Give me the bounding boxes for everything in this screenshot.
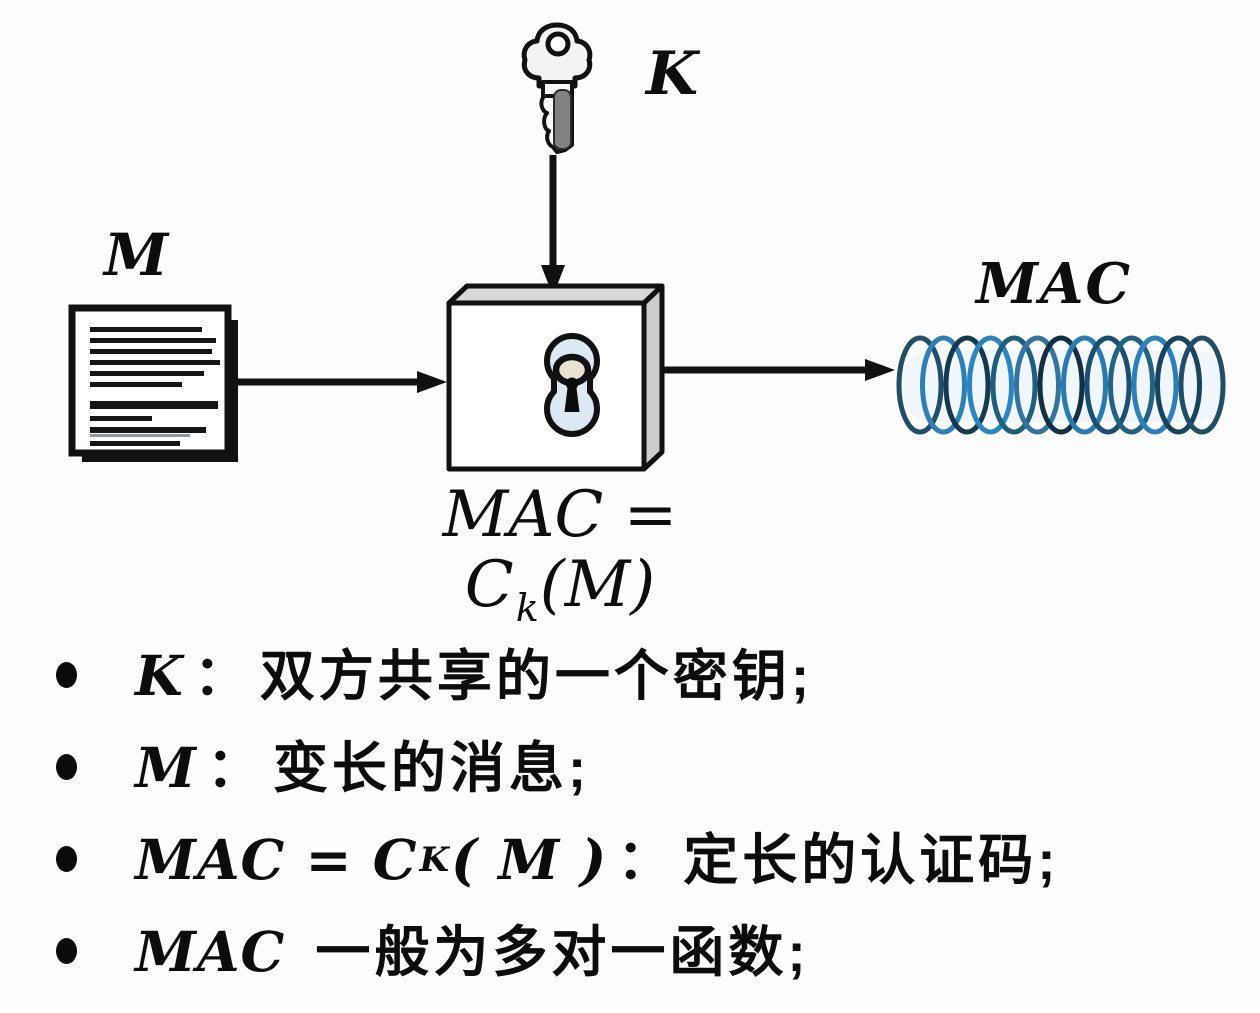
mac-output-label: MAC — [976, 251, 1133, 317]
bullet-item-mac-property: MAC 一般为多对一函数; — [38, 921, 1238, 983]
bullet-list: K ： 双方共享的一个密钥; M ： 变长的消息; MAC = C K ( M … — [38, 645, 1238, 1013]
mac-diagram — [68, 22, 1228, 472]
coil-loop — [1178, 335, 1226, 435]
coil-loop — [1084, 335, 1132, 435]
bullet-term: MAC — [135, 919, 286, 984]
output-arrow-icon — [663, 359, 895, 381]
formula-post: (M) — [539, 548, 656, 623]
coil-loop — [1014, 335, 1061, 435]
coil-icon — [896, 335, 1228, 435]
bullet-term: K — [135, 643, 184, 708]
bullet-desc: 变长的消息; — [272, 737, 591, 799]
bullet-dot-icon — [56, 662, 77, 688]
coil-loop — [1131, 335, 1179, 435]
bullet-desc: 一般为多对一函数; — [315, 921, 810, 983]
keyhole-icon — [544, 333, 600, 437]
mac-function-box — [446, 283, 665, 472]
coil-loop — [1108, 335, 1155, 435]
box-side-face — [641, 283, 665, 472]
coil-loop — [1155, 335, 1202, 435]
box-top-face — [446, 283, 665, 306]
coil-loop — [1061, 335, 1108, 435]
message-arrow-icon — [237, 371, 447, 393]
bullet-desc: 双方共享的一个密钥; — [259, 645, 814, 707]
coil-loop — [1037, 335, 1085, 435]
bullet-formula-post: ( M ) — [451, 827, 608, 892]
bullet-colon: ： — [206, 738, 261, 798]
box-front-face — [446, 300, 647, 472]
mac-formula: MAC = Ck(M) — [340, 480, 780, 630]
bullet-item-k: K ： 双方共享的一个密钥; — [38, 645, 1238, 707]
message-label: M — [104, 221, 169, 289]
bullet-item-mac-formula: MAC = C K ( M ) ： 定长的认证码; — [38, 829, 1238, 891]
bullet-formula-pre: MAC = C — [135, 827, 418, 892]
coil-loop — [920, 335, 967, 435]
bullet-dot-icon — [56, 846, 77, 872]
bullet-dot-icon — [56, 754, 77, 780]
formula-pre: MAC = C — [442, 478, 678, 623]
coil-loop — [990, 335, 1038, 435]
bullet-colon: ： — [193, 646, 248, 706]
bullet-dot-icon — [56, 938, 77, 964]
key-arrow-icon — [541, 155, 565, 296]
bullet-term: M — [135, 735, 197, 800]
key-shaft — [553, 89, 572, 150]
bullet-desc: 定长的认证码; — [683, 829, 1060, 891]
bullet-formula-sub: K — [419, 840, 450, 880]
key-hole — [545, 31, 571, 57]
formula-subscript: k — [515, 586, 539, 631]
document-icon — [68, 304, 238, 462]
coil-loop — [967, 335, 1014, 435]
key-icon — [521, 22, 593, 154]
coil-loop — [943, 335, 991, 435]
bullet-item-m: M ： 变长的消息; — [38, 737, 1238, 799]
bullet-colon: ： — [617, 830, 672, 890]
document-text-lines — [90, 327, 220, 446]
key-label: K — [646, 39, 699, 109]
coil-loop — [896, 335, 944, 435]
keyhole-slot — [564, 377, 580, 412]
